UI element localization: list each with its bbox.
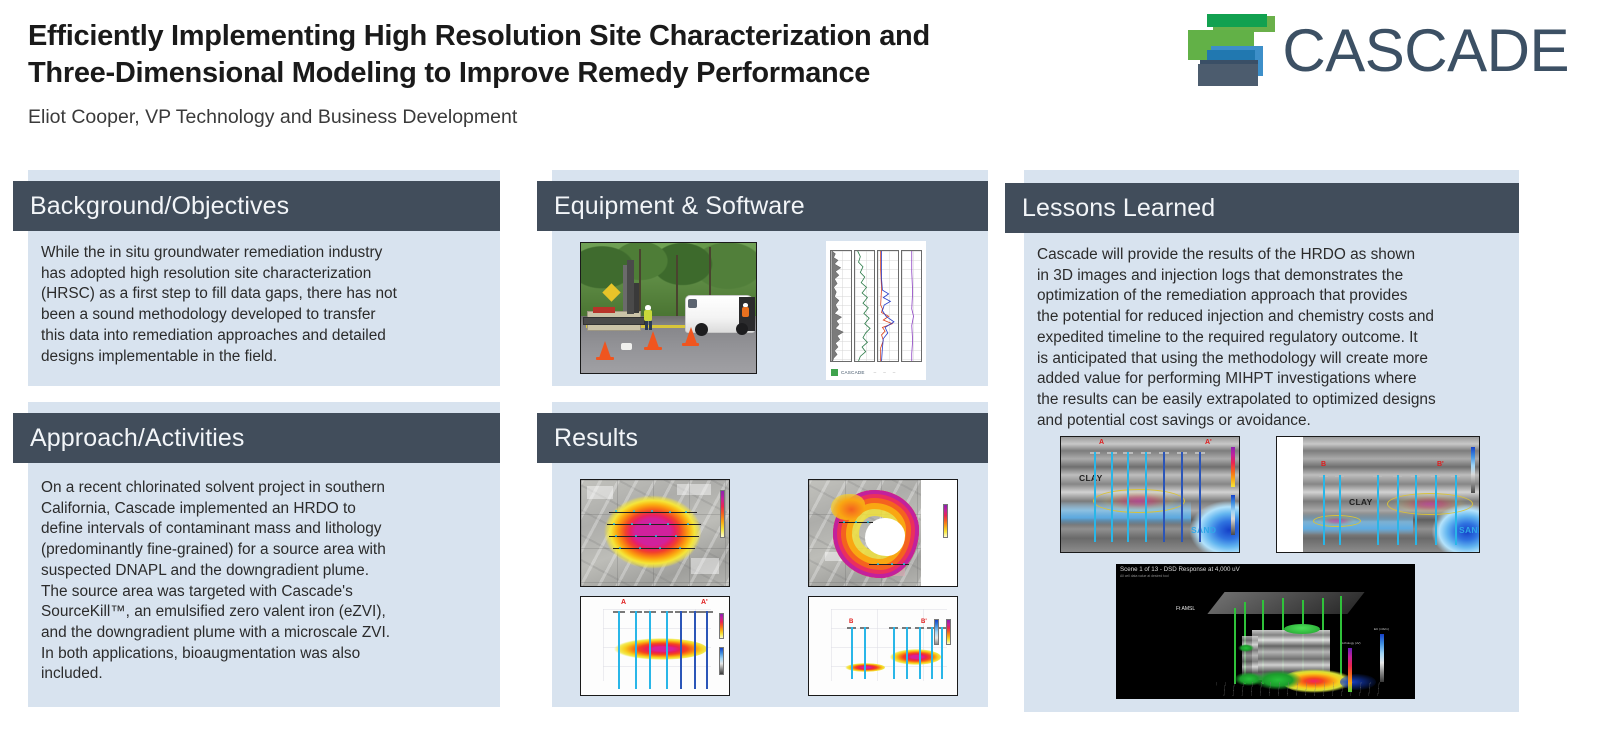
heading-background-objectives: Background/Objectives [30,191,290,220]
image-mihpt-log: CASCADE ——— [826,241,926,380]
scene-title: Scene 1 of 13 - DSD Response at 4,000 uV [1120,566,1240,573]
scene-colorbar-lithology [1348,648,1352,692]
cascade-logo: CASCADE [1178,14,1569,88]
colorbar-plume-map-1 [720,490,725,538]
colorbar-section-a-ec [719,647,724,675]
image-field-drilling-rig [580,242,757,374]
plume-contour-a [1093,489,1185,513]
colorbar-section-b-ec [934,619,939,645]
label-clay-a: CLAY [1079,473,1103,483]
image-cross-section-b: B B' [808,596,958,696]
colorbar-section-a [719,613,724,639]
colorbar-plume-map-2 [943,504,948,538]
heading-approach-activities: Approach/Activities [30,423,245,452]
label-lith-a-start: A [1099,439,1105,446]
plume-contour-b-small [1313,515,1361,527]
label-section-a-end: A' [701,599,708,606]
colorbar-lithology-a [1231,447,1235,487]
heading-results: Results [554,423,639,452]
label-sand-a: SAND [1191,525,1217,535]
header-approach-activities: Approach/Activities [13,413,500,463]
colorbar-section-b [946,619,951,645]
label-section-b-end: B' [921,619,927,625]
heading-lessons-learned: Lessons Learned [1022,193,1216,222]
image-lithology-section-a: CLAY SAND A A' [1060,436,1240,553]
log-panel-fourth [900,250,922,362]
colorbar-ec-a [1231,495,1235,535]
label-lith-a-end: A' [1205,439,1212,446]
label-sand-b: SAND [1459,525,1479,535]
text-lessons-learned: Cascade will provide the results of the … [1037,246,1436,429]
log-panel-hpt-pressure [853,250,875,362]
colorbar-ec-b [1471,447,1475,493]
label-clay-b: CLAY [1349,497,1373,507]
plume-contour-b [1387,493,1473,515]
poster-header: Efficiently Implementing High Resolution… [28,18,1058,129]
scene-colorbar-ec [1380,634,1384,682]
image-plume-map-downgradient [808,479,958,587]
label-lith-b-start: B [1321,461,1327,468]
log-brand-square-icon [831,368,838,376]
author-subtitle: Eliot Cooper, VP Technology and Business… [28,106,518,129]
cascade-logo-mark-icon [1178,14,1286,88]
label-section-b-start: B [849,619,854,625]
heading-equipment-software: Equipment & Software [554,191,805,220]
header-background-objectives: Background/Objectives [13,181,500,231]
title-line-1: Efficiently Implementing High Resolution… [28,20,930,52]
log-footer-branding: CASCADE ——— [826,364,926,380]
image-cross-section-a: A A' [580,596,730,696]
header-equipment-software: Equipment & Software [537,181,988,231]
log-panel-detector-response [877,250,899,362]
log-brand-text: CASCADE [841,369,865,375]
scene-legend-ec: EC (mS/m) [1374,627,1389,631]
text-approach-activities: On a recent chlorinated solvent project … [41,479,391,683]
page-title: Efficiently Implementing High Resolution… [28,18,1058,92]
image-lithology-section-b: CLAY SAND B B' [1276,436,1480,553]
text-background-objectives: While the in situ groundwater remediatio… [41,244,397,365]
cascade-wordmark: CASCADE [1282,17,1569,84]
scene-subtitle: All cell data value at desired tool [1120,574,1169,578]
scene-axis-label: Ft AMSL [1176,606,1196,612]
log-panel-ec [830,250,852,362]
image-3d-scene: Scene 1 of 13 - DSD Response at 4,000 uV… [1116,564,1415,699]
log-legend: ——— [873,370,896,374]
header-results: Results [537,413,988,463]
scene-legend-lithology: Lithology (uV) [1342,641,1361,645]
title-line-2: Three-Dimensional Modeling to Improve Re… [28,57,871,90]
label-lith-b-end: B' [1437,461,1444,468]
image-plume-map-source-area [580,479,730,587]
header-lessons-learned: Lessons Learned [1005,183,1519,233]
label-section-a-start: A [621,599,627,606]
